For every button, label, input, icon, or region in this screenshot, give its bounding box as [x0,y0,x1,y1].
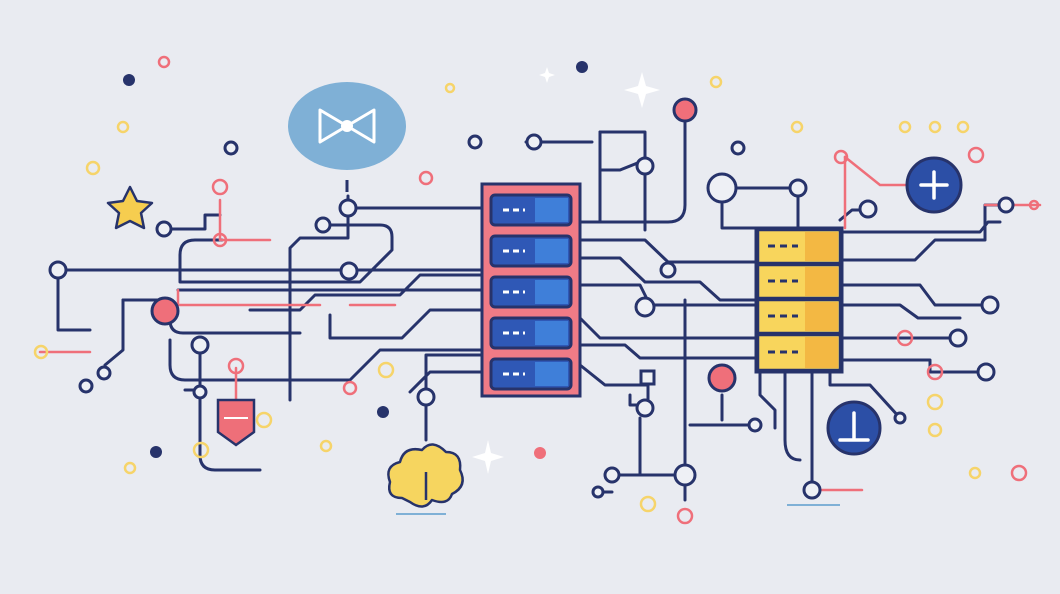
server-slot [489,234,573,268]
server-slot [489,275,573,309]
server-slot [489,193,573,227]
decorative-dots [33,55,1040,525]
bow-tie-speech-bubble [288,82,406,192]
server-slot [489,357,573,391]
cloud-icon [387,443,464,515]
plus-badge-icon [905,156,963,214]
coral-nodes [150,97,737,393]
server-rack-left [480,182,582,398]
circuit-nodes [48,133,1015,500]
shield-icon [216,398,256,447]
star-icon [106,185,154,230]
server-rack-right [754,226,844,374]
server-slot [489,316,573,350]
server-slot [756,263,842,300]
sparkle-icon [472,67,660,474]
server-slot [756,298,842,335]
server-slot [756,228,842,265]
circuit-lines [56,118,1007,502]
server-slot [756,333,842,372]
perpendicular-badge-icon [787,400,882,506]
